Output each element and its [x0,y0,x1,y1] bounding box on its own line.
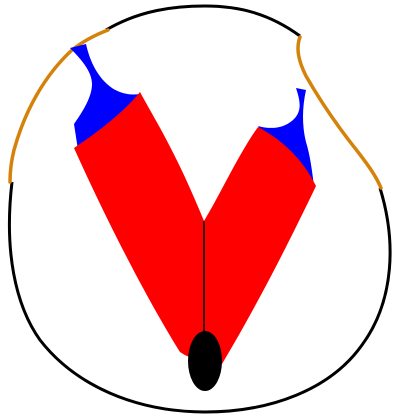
base-ellipse [188,331,222,391]
